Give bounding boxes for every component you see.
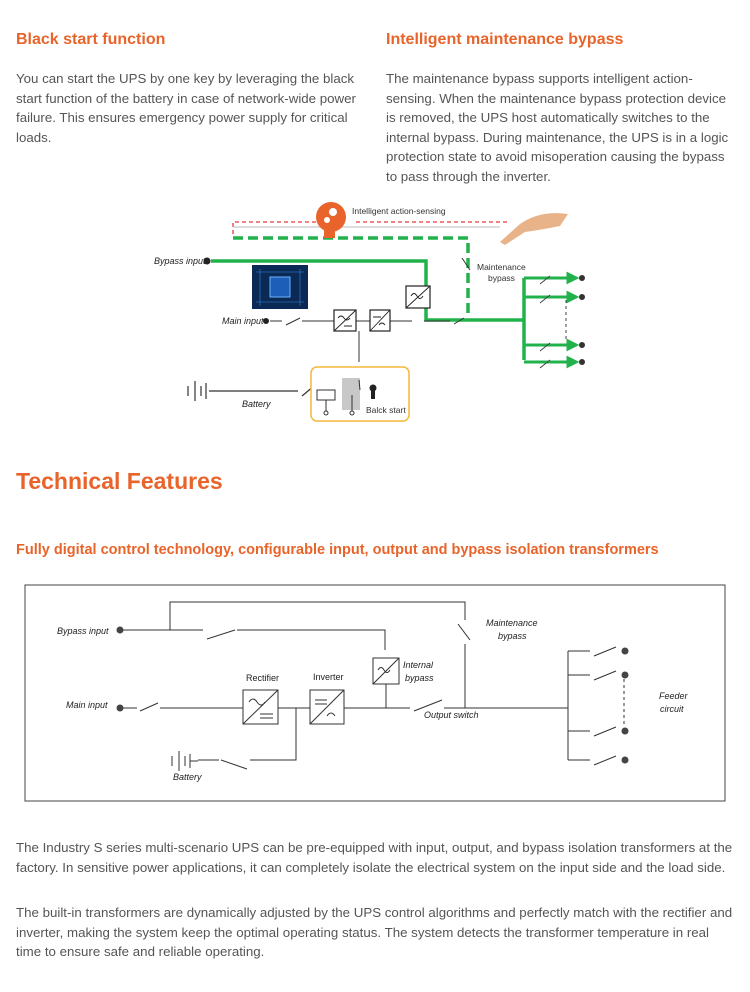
maintenance-bypass-label: bypass [498, 631, 527, 641]
output-switch-label: Output switch [424, 710, 479, 720]
action-sensing-label: Intelligent action-sensing [352, 206, 446, 216]
maintenance-switch [461, 257, 471, 271]
maintenance-bypass-label: bypass [488, 273, 515, 283]
black-start-title: Black start function [16, 31, 166, 48]
battery-label: Battery [173, 772, 202, 782]
maintenance-bypass-description: The maintenance bypass supports intellig… [386, 71, 729, 184]
rectifier-label: Rectifier [246, 673, 279, 683]
black-start-diagram: Intelligent action-sensing Bypass input … [154, 202, 585, 422]
feeder-arrows [524, 271, 580, 369]
bypass-input-terminal [203, 257, 211, 265]
body-paragraph-2: The built-in transformers are dynamicall… [16, 905, 733, 959]
battery-symbol [187, 381, 322, 401]
body-paragraph-1: The Industry S series multi-scenario UPS… [16, 840, 733, 875]
inverter-label: Inverter [313, 672, 344, 682]
internal-label: Internal [403, 660, 434, 670]
isolation-transformer-diagram: Bypass input Main input Battery Rectifie… [24, 584, 726, 802]
diagram-frame [24, 584, 726, 802]
circuit-label: circuit [660, 704, 684, 714]
technical-features-subtitle: Fully digital control technology, config… [16, 542, 659, 558]
maintenance-path [233, 236, 470, 318]
main-input-terminal [263, 318, 269, 324]
hand-icon [500, 213, 568, 245]
internal-bypass-label: bypass [405, 673, 434, 683]
maintenance-label: Maintenance [477, 262, 526, 272]
black-start-description: You can start the UPS by one key by leve… [16, 71, 356, 145]
bypass-input-label: Bypass input [57, 626, 109, 636]
main-input-label: Main input [66, 700, 108, 710]
technical-features-title: Technical Features [16, 468, 223, 494]
feeder-label: Feeder [659, 691, 689, 701]
maintenance-bypass-title: Intelligent maintenance bypass [386, 31, 624, 48]
brain-gear-icon [316, 202, 346, 232]
action-sensing-line [232, 221, 510, 234]
maintenance-label: Maintenance [486, 618, 538, 628]
main-input-label: Main input [222, 316, 264, 326]
bypass-input-label: Bypass input [154, 256, 206, 266]
battery-label: Battery [242, 399, 271, 409]
black-start-label: Balck start [366, 405, 406, 415]
